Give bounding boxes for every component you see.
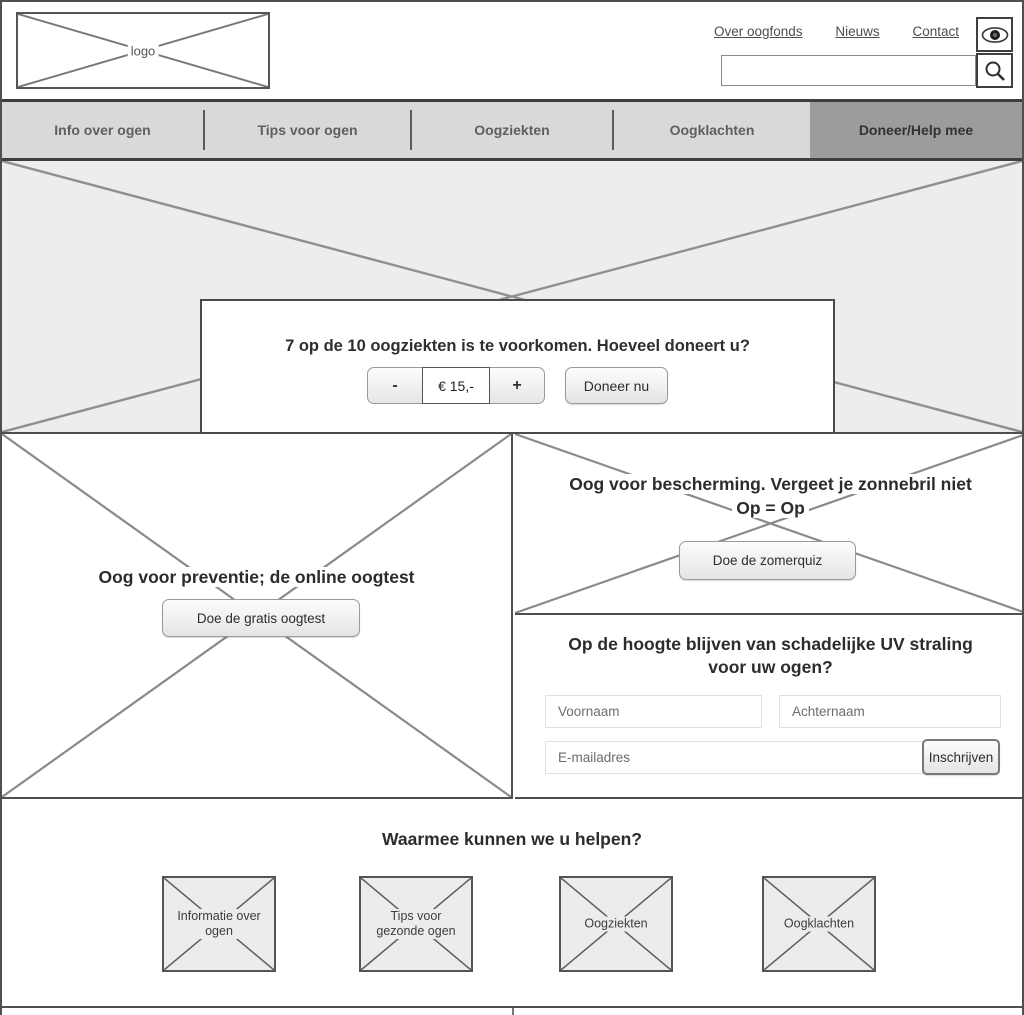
newsletter-heading: Op de hoogte blijven van schadelijke UV … <box>568 634 973 677</box>
prevention-heading: Oog voor preventie; de online oogtest <box>2 567 511 588</box>
nav-item-tips-voor-ogen[interactable]: Tips voor ogen <box>257 122 358 138</box>
link-nieuws[interactable]: Nieuws <box>835 24 880 39</box>
first-name-input[interactable] <box>545 695 762 728</box>
subscribe-button[interactable]: Inschrijven <box>922 739 1000 775</box>
next-section-peek <box>2 1008 1022 1015</box>
link-contact[interactable]: Contact <box>912 24 959 39</box>
tile-label: Tips voor gezonde ogen <box>366 909 466 939</box>
nav-item-info-over-ogen[interactable]: Info over ogen <box>54 122 151 138</box>
newsletter-panel: Op de hoogte blijven van schadelijke UV … <box>515 615 1022 799</box>
nav-divider <box>203 110 205 150</box>
amount-value[interactable]: € 15,- <box>422 367 490 404</box>
logo-label: logo <box>127 43 159 58</box>
placeholder-x-icon <box>515 434 1022 613</box>
main-nav: Info over ogen Tips voor ogen Oogziekten… <box>2 99 1022 161</box>
nav-item-oogziekten[interactable]: Oogziekten <box>474 122 550 138</box>
top-links: Over oogfonds Nieuws Contact <box>714 24 959 39</box>
tile-label: Oogziekten <box>566 916 666 932</box>
search-input[interactable] <box>721 55 976 86</box>
email-input[interactable] <box>545 741 924 774</box>
eye-icon <box>981 26 1008 43</box>
tile-oogklachten[interactable]: Oogklachten <box>762 876 876 972</box>
donation-controls: - € 15,- + Doneer nu <box>202 367 833 405</box>
protection-heading: Oog voor bescherming. Vergeet je zonnebr… <box>515 472 1022 520</box>
nav-divider <box>612 110 614 150</box>
search-icon <box>985 61 1005 81</box>
tile-oogziekten[interactable]: Oogziekten <box>559 876 673 972</box>
tile-informatie-over-ogen[interactable]: Informatie over ogen <box>162 876 276 972</box>
last-name-input[interactable] <box>779 695 1001 728</box>
donation-heading: 7 op de 10 oogziekten is te voorkomen. H… <box>285 337 750 355</box>
placeholder-x-icon <box>2 161 1022 432</box>
nav-divider <box>410 110 412 150</box>
nav-item-oogklachten[interactable]: Oogklachten <box>669 122 755 138</box>
free-eyetest-button[interactable]: Doe de gratis oogtest <box>162 599 360 637</box>
tile-tips-voor-gezonde-ogen[interactable]: Tips voor gezonde ogen <box>359 876 473 972</box>
help-section: Waarmee kunnen we u helpen? Informatie o… <box>2 799 1022 1008</box>
hero-image-placeholder: 7 op de 10 oogziekten is te voorkomen. H… <box>2 161 1022 434</box>
amount-stepper: - € 15,- + <box>367 367 545 404</box>
protection-image-placeholder: Oog voor bescherming. Vergeet je zonnebr… <box>515 434 1022 615</box>
prevention-image-placeholder: Oog voor preventie; de online oogtest Do… <box>2 434 513 799</box>
amount-decrease-button[interactable]: - <box>367 367 422 404</box>
help-heading: Waarmee kunnen we u helpen? <box>382 829 642 849</box>
nav-item-doneer-help-mee[interactable]: Doneer/Help mee <box>810 102 1022 158</box>
tile-label: Oogklachten <box>769 916 869 932</box>
link-over-oogfonds[interactable]: Over oogfonds <box>714 24 803 39</box>
section-divider <box>512 1008 514 1015</box>
header: logo Over oogfonds Nieuws Contact <box>2 2 1022 99</box>
logo-placeholder[interactable]: logo <box>16 12 270 89</box>
donate-now-button[interactable]: Doneer nu <box>565 367 668 404</box>
eye-accessibility-button[interactable] <box>976 17 1013 52</box>
tile-label: Informatie over ogen <box>169 909 269 939</box>
search-button[interactable] <box>976 53 1013 88</box>
summer-quiz-button[interactable]: Doe de zomerquiz <box>679 541 856 580</box>
amount-increase-button[interactable]: + <box>490 367 545 404</box>
donation-panel: 7 op de 10 oogziekten is te voorkomen. H… <box>200 299 835 434</box>
